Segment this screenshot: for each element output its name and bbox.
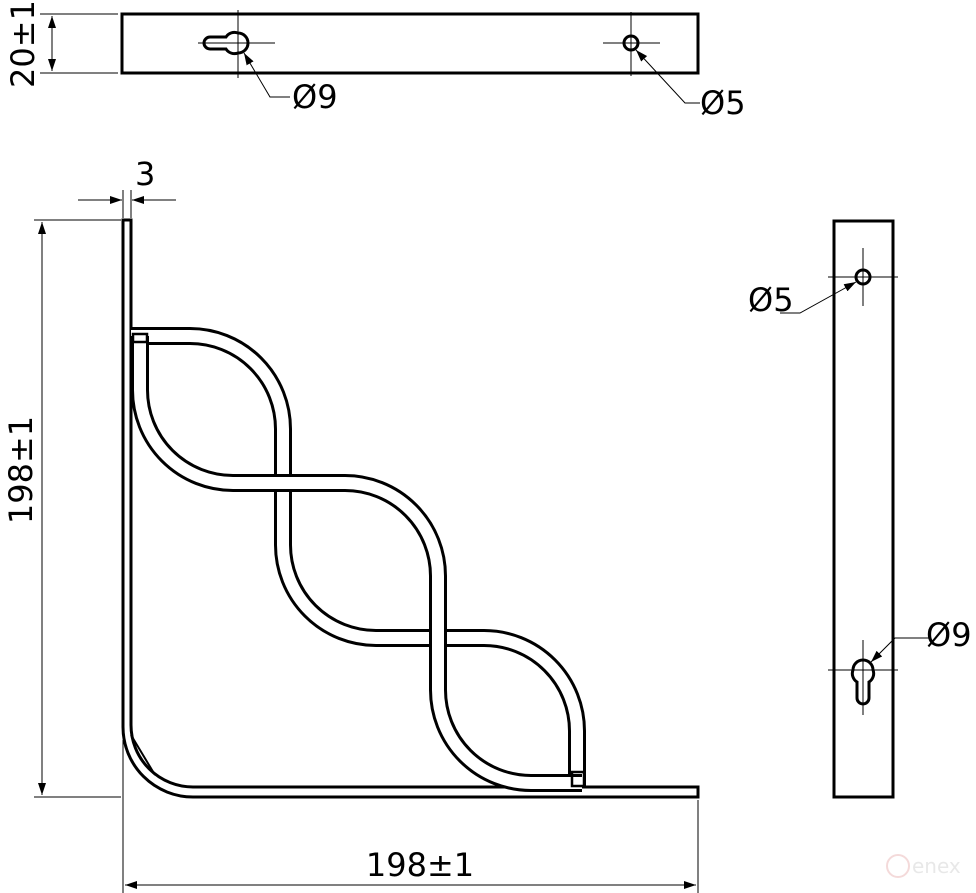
side-view-plate bbox=[832, 219, 895, 799]
side-hole-label: Ø5 bbox=[748, 281, 794, 319]
watermark-text: enex bbox=[912, 854, 961, 878]
top-view-plate bbox=[120, 12, 700, 75]
top-height-label: 20±1 bbox=[4, 0, 42, 88]
side-keyhole-label: Ø9 bbox=[926, 616, 972, 654]
top-keyhole-label: Ø9 bbox=[292, 78, 338, 116]
decorative-wire bbox=[131, 327, 586, 792]
watermark-logo: enex bbox=[886, 854, 961, 878]
top-view bbox=[40, 10, 700, 104]
front-width-label: 198±1 bbox=[366, 846, 474, 884]
keyhole-icon bbox=[202, 30, 250, 56]
keyhole-icon bbox=[850, 658, 876, 706]
top-hole-label: Ø5 bbox=[700, 84, 746, 122]
side-view bbox=[780, 219, 930, 799]
bracket-plate bbox=[121, 218, 700, 799]
thickness-label: 3 bbox=[135, 155, 155, 193]
front-view bbox=[34, 190, 700, 893]
front-height-label: 198±1 bbox=[2, 416, 40, 524]
